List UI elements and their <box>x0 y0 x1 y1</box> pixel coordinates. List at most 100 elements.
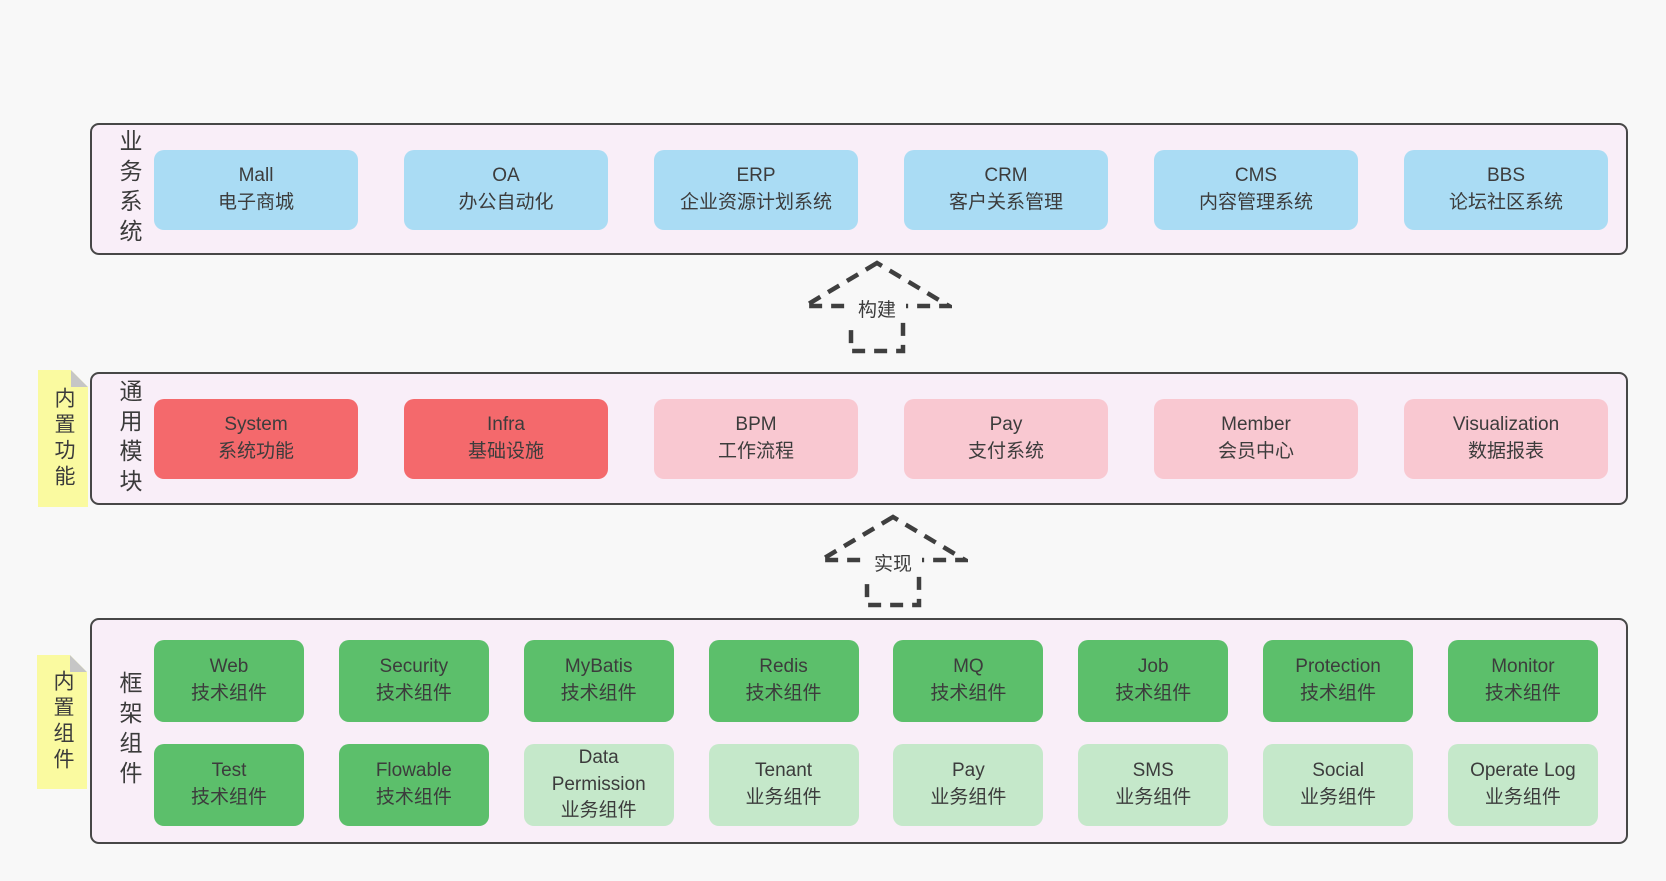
box-desc: 会员中心 <box>1217 441 1294 462</box>
box-job: Job 技术组件 <box>1078 640 1229 722</box>
box-cms: CMS 内容管理系统 <box>1154 150 1358 230</box>
box-desc: 技术组件 <box>560 683 637 704</box>
box-desc: 客户关系管理 <box>948 192 1063 213</box>
box-name: Pay <box>952 760 985 782</box>
framework-components-row-1: Web 技术组件 Security 技术组件 MyBatis 技术组件 Redi… <box>154 640 1598 722</box>
box-name: CMS <box>1234 165 1278 187</box>
box-desc: 技术组件 <box>190 787 267 808</box>
box-pay-component: Pay 业务组件 <box>893 744 1044 826</box>
common-modules-label: 通用模块 <box>116 378 142 499</box>
box-name: Tenant <box>755 760 813 782</box>
sticky-note-text: 内置组件 <box>51 670 74 774</box>
box-mybatis: MyBatis 技术组件 <box>523 640 674 722</box>
box-name: Monitor <box>1491 656 1555 678</box>
box-desc: 基础设施 <box>467 441 544 462</box>
box-erp: ERP 企业资源计划系统 <box>654 150 858 230</box>
box-name: Test <box>211 760 247 782</box>
box-desc: 数据报表 <box>1467 441 1544 462</box>
framework-components-panel: 框架组件 Web 技术组件 Security 技术组件 MyBatis 技术组件… <box>90 618 1628 844</box>
box-name: Social <box>1312 760 1364 782</box>
box-name: Protection <box>1295 656 1381 678</box>
box-protection: Protection 技术组件 <box>1263 640 1414 722</box>
arrow-implement-label: 实现 <box>874 553 912 575</box>
box-monitor: Monitor 技术组件 <box>1447 640 1598 722</box>
common-modules-row: System 系统功能 Infra 基础设施 BPM 工作流程 Pay 支付系统… <box>154 399 1608 479</box>
box-desc: 工作流程 <box>717 441 794 462</box>
box-pay-module: Pay 支付系统 <box>904 399 1108 479</box>
box-data-permission: Data Permission 业务组件 <box>523 744 674 826</box>
box-desc: 技术组件 <box>745 683 822 704</box>
box-name: CRM <box>984 165 1028 187</box>
box-desc: 技术组件 <box>1300 683 1377 704</box>
box-social: Social 业务组件 <box>1263 744 1414 826</box>
box-desc: 系统功能 <box>217 441 294 462</box>
box-system: System 系统功能 <box>154 399 358 479</box>
sticky-note-text: 内置功能 <box>52 386 75 491</box>
box-desc: 论坛社区系统 <box>1448 192 1563 213</box>
sticky-note-builtin-features: 内置功能 <box>38 370 88 507</box>
framework-components-row-2: Test 技术组件 Flowable 技术组件 Data Permission … <box>154 744 1598 826</box>
box-name: OA <box>492 165 520 187</box>
box-infra: Infra 基础设施 <box>404 399 608 479</box>
business-systems-panel: 业务系统 Mall 电子商城 OA 办公自动化 ERP 企业资源计划系统 CRM… <box>90 123 1628 255</box>
box-web: Web 技术组件 <box>154 640 304 722</box>
box-desc: 内容管理系统 <box>1198 192 1313 213</box>
box-visualization: Visualization 数据报表 <box>1404 399 1608 479</box>
box-mall: Mall 电子商城 <box>154 150 358 230</box>
arrow-build-label: 构建 <box>858 299 896 321</box>
box-desc: 技术组件 <box>375 683 452 704</box>
box-sms: SMS 业务组件 <box>1078 744 1229 826</box>
box-name: Data Permission <box>551 746 646 795</box>
box-name: Redis <box>759 656 808 678</box>
box-name: Web <box>209 656 249 678</box>
business-systems-row: Mall 电子商城 OA 办公自动化 ERP 企业资源计划系统 CRM 客户关系… <box>154 150 1608 230</box>
box-redis: Redis 技术组件 <box>708 640 859 722</box>
box-name: Job <box>1137 656 1169 678</box>
box-test: Test 技术组件 <box>154 744 304 826</box>
framework-components-label: 框架组件 <box>116 671 142 791</box>
box-mq: MQ 技术组件 <box>893 640 1044 722</box>
box-desc: 技术组件 <box>190 683 267 704</box>
box-name: BBS <box>1486 165 1526 187</box>
box-desc: 业务组件 <box>560 800 637 822</box>
box-name: Operate Log <box>1470 760 1576 782</box>
arrow-up-build-icon: 构建 <box>802 260 952 354</box>
box-member: Member 会员中心 <box>1154 399 1358 479</box>
box-flowable: Flowable 技术组件 <box>338 744 489 826</box>
box-name: ERP <box>736 165 776 187</box>
box-security: Security 技术组件 <box>338 640 489 722</box>
box-name: Pay <box>989 414 1023 436</box>
box-desc: 业务组件 <box>1115 787 1192 808</box>
business-systems-label: 业务系统 <box>116 129 142 249</box>
box-name: SMS <box>1132 760 1174 782</box>
common-modules-panel: 通用模块 System 系统功能 Infra 基础设施 BPM 工作流程 Pay… <box>90 372 1628 505</box>
box-desc: 技术组件 <box>1115 683 1192 704</box>
box-desc: 电子商城 <box>217 192 294 213</box>
box-operate-log: Operate Log 业务组件 <box>1447 744 1598 826</box>
box-desc: 支付系统 <box>967 441 1044 462</box>
box-name: Infra <box>486 414 526 436</box>
sticky-note-builtin-components: 内置组件 <box>37 655 87 789</box>
box-name: MQ <box>953 656 984 678</box>
box-crm: CRM 客户关系管理 <box>904 150 1108 230</box>
box-desc: 技术组件 <box>1484 683 1561 704</box>
arrow-up-implement-icon: 实现 <box>818 514 968 608</box>
box-name: BPM <box>735 414 777 436</box>
box-bpm: BPM 工作流程 <box>654 399 858 479</box>
box-desc: 技术组件 <box>930 683 1007 704</box>
box-oa: OA 办公自动化 <box>404 150 608 230</box>
box-name: MyBatis <box>564 656 633 678</box>
box-tenant: Tenant 业务组件 <box>708 744 859 826</box>
box-name: Security <box>379 656 449 678</box>
box-name: System <box>224 414 288 436</box>
box-desc: 企业资源计划系统 <box>679 192 832 213</box>
box-name: Flowable <box>375 760 452 782</box>
box-desc: 业务组件 <box>1300 787 1377 808</box>
box-name: Mall <box>238 165 274 187</box>
box-desc: 业务组件 <box>745 787 822 808</box>
box-desc: 业务组件 <box>1484 787 1561 808</box>
box-name: Visualization <box>1452 414 1560 436</box>
box-name: Member <box>1221 414 1291 436</box>
box-desc: 技术组件 <box>375 787 452 808</box>
